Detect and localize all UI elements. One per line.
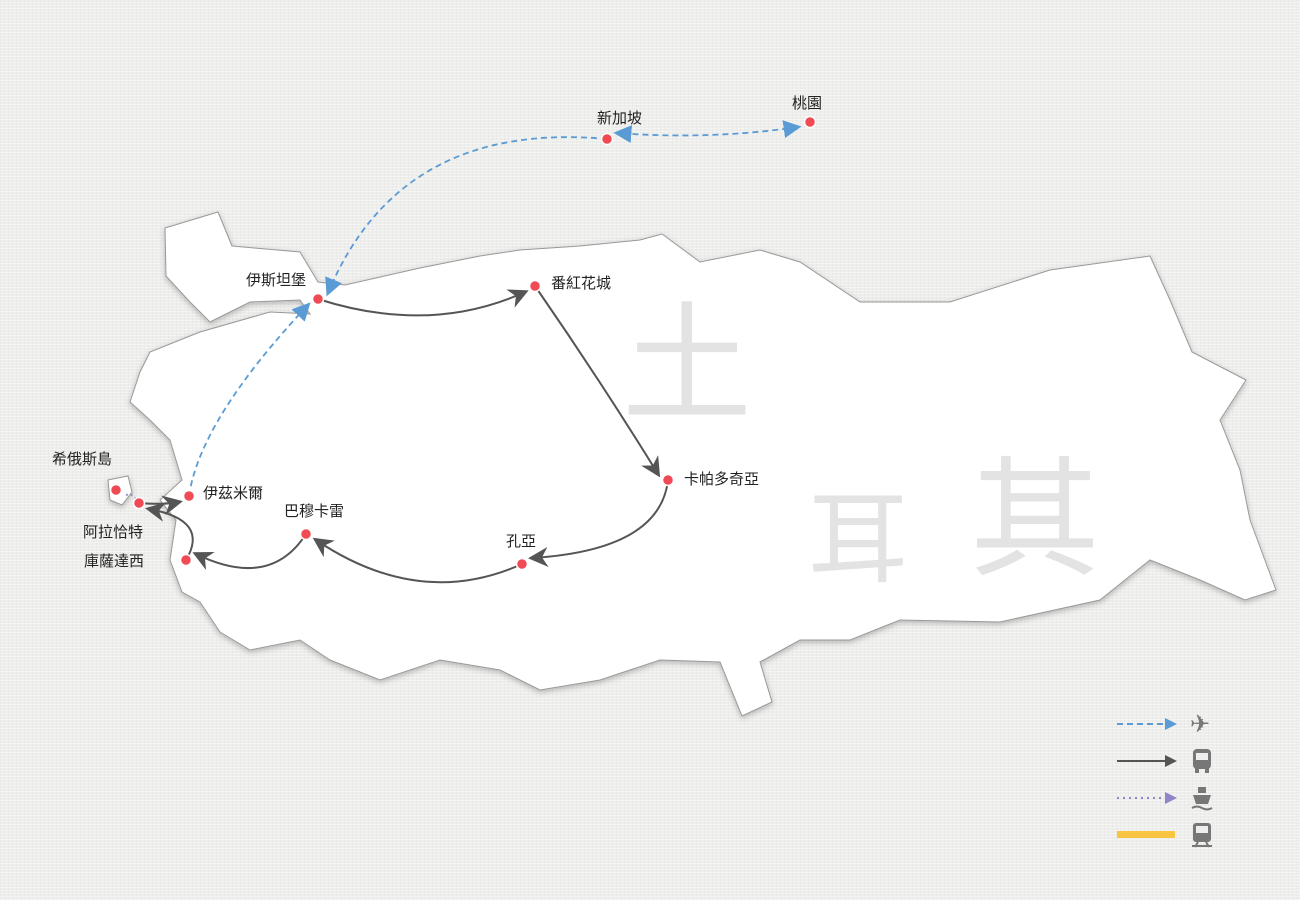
city-marker[interactable] (299, 527, 313, 541)
city-label: 巴穆卡雷 (284, 502, 345, 520)
city-marker[interactable] (311, 292, 325, 306)
city-label: 伊斯坦堡 (246, 271, 307, 289)
route-flight (325, 136, 608, 297)
city-marker[interactable] (182, 489, 196, 503)
legend-ferry (1115, 779, 1214, 816)
legend: ✈ (1115, 705, 1214, 853)
city-label: 桃園 (792, 94, 823, 112)
legend-bus (1115, 742, 1214, 779)
city-marker[interactable] (600, 132, 614, 146)
city-marker[interactable] (132, 496, 146, 510)
legend-flight: ✈ (1115, 705, 1214, 742)
country-label-char: 其 (970, 444, 1101, 596)
route-flight (188, 302, 311, 497)
city-marker[interactable] (179, 553, 193, 567)
route-bus (534, 285, 661, 478)
route-flight (613, 120, 802, 144)
country-label-char: 土 (622, 289, 753, 441)
bus-icon (1193, 748, 1211, 773)
city-label: 番紅花城 (551, 274, 612, 292)
city-label: 伊茲米爾 (203, 484, 264, 502)
city-marker[interactable] (109, 483, 123, 497)
city-label: 希俄斯島 (52, 450, 113, 468)
train-icon (1192, 822, 1212, 848)
city-marker[interactable] (528, 279, 542, 293)
route-bus (528, 479, 669, 567)
land (107, 211, 1277, 717)
route-ferry (125, 493, 140, 504)
legend-train (1115, 816, 1214, 853)
route-bus (192, 533, 307, 570)
city-label: 阿拉恰特 (83, 523, 144, 541)
route-bus (145, 502, 194, 561)
city-label: 庫薩達西 (84, 552, 145, 570)
country-label-char: 耳 (808, 481, 908, 598)
city-label: 新加坡 (597, 109, 643, 127)
city-marker[interactable] (515, 557, 529, 571)
city-marker[interactable] (803, 115, 817, 129)
route-bus (312, 537, 523, 584)
route-bus (317, 289, 529, 317)
city-label: 孔亞 (506, 532, 537, 550)
city-marker[interactable] (661, 473, 675, 487)
ship-icon (1191, 786, 1213, 810)
airplane-icon: ✈ (1190, 709, 1211, 738)
city-label: 卡帕多奇亞 (684, 470, 760, 488)
